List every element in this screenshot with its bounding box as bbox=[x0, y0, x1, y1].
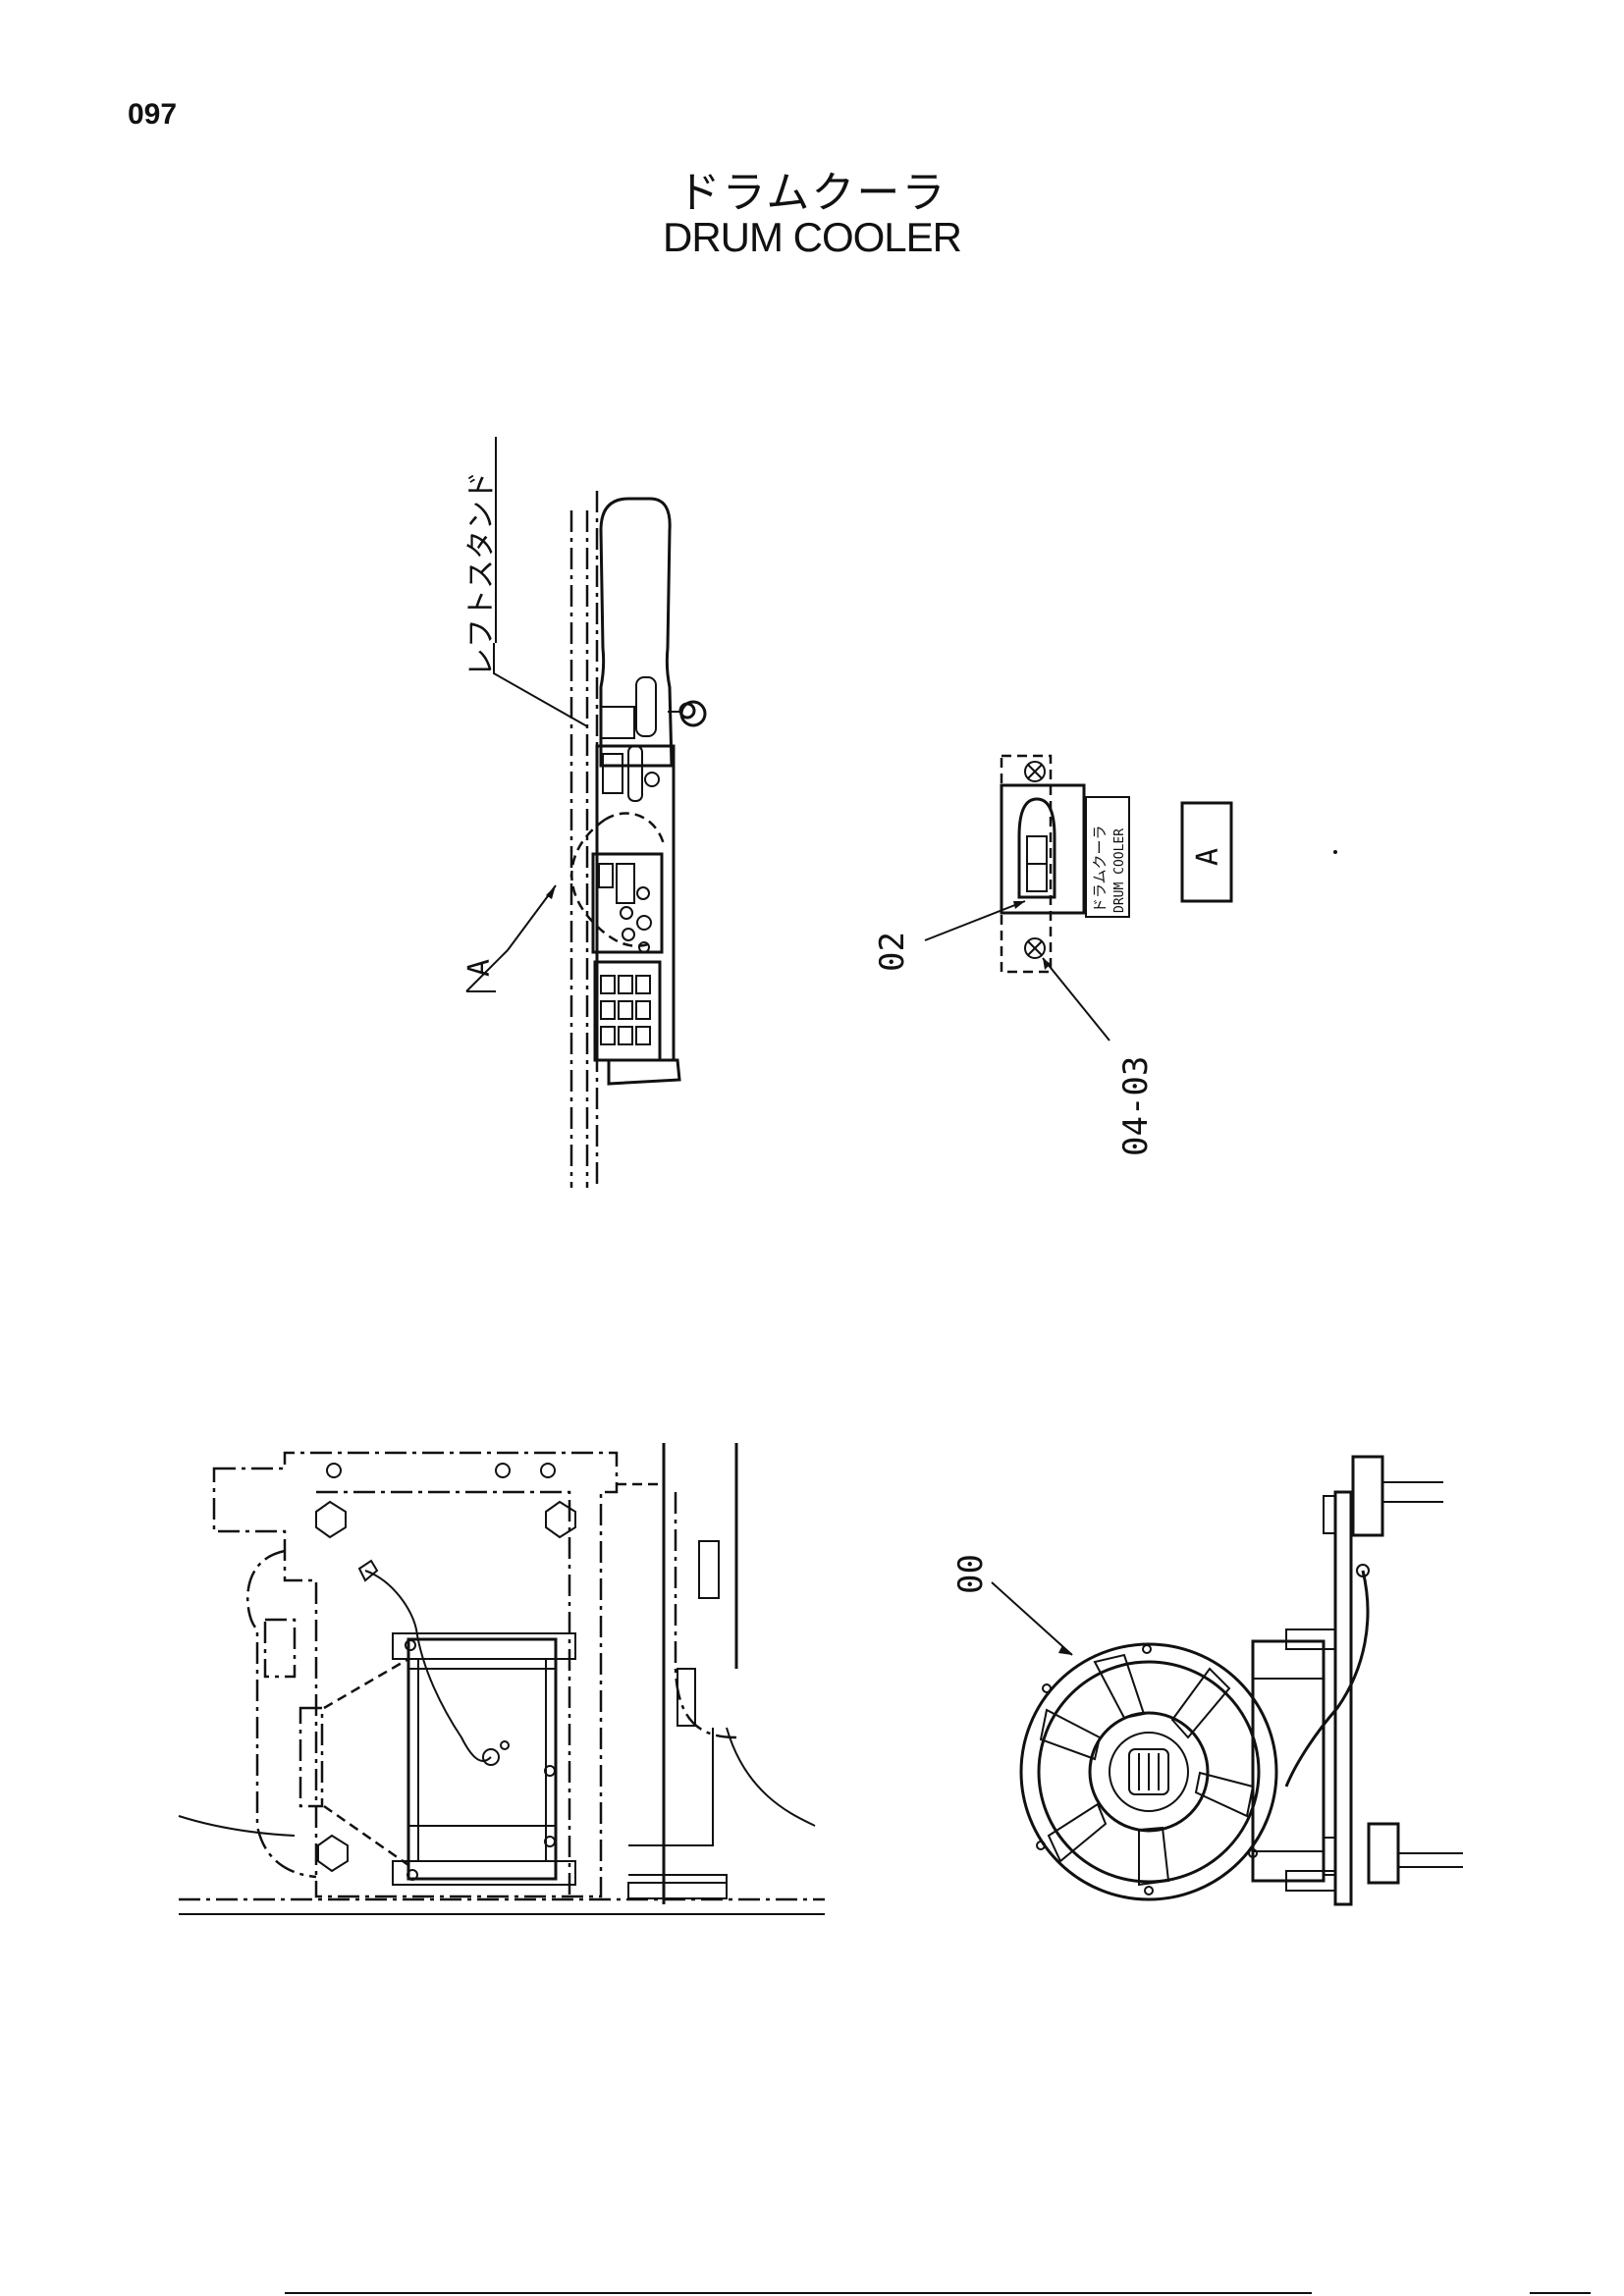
drum-cooler-side-view: 00 bbox=[951, 850, 1463, 1906]
switch-label-jp: ドラムクーラ bbox=[1091, 825, 1109, 913]
left-stand-top-view: A レフトスタンド bbox=[462, 437, 707, 1188]
title-japanese: ドラムクーラ bbox=[677, 168, 947, 218]
detail-callout-a: A bbox=[462, 959, 497, 977]
switch-label-en: DRUM COOLER bbox=[1112, 828, 1127, 913]
page-number: 097 bbox=[128, 98, 178, 131]
part-label-02: 02 bbox=[873, 932, 912, 972]
drum-cooler-front-view bbox=[178, 1443, 825, 1915]
part-label-04-03: 04-03 bbox=[1116, 1056, 1156, 1156]
part-label-00: 00 bbox=[951, 1554, 991, 1594]
left-stand-label: レフトスタンド bbox=[464, 471, 499, 677]
detail-a-view: ドラムクーラ DRUM COOLER A 02 04-03 bbox=[873, 754, 1233, 1156]
view-label-a: A bbox=[1191, 848, 1225, 866]
title-english: DRUM COOLER bbox=[662, 214, 962, 260]
